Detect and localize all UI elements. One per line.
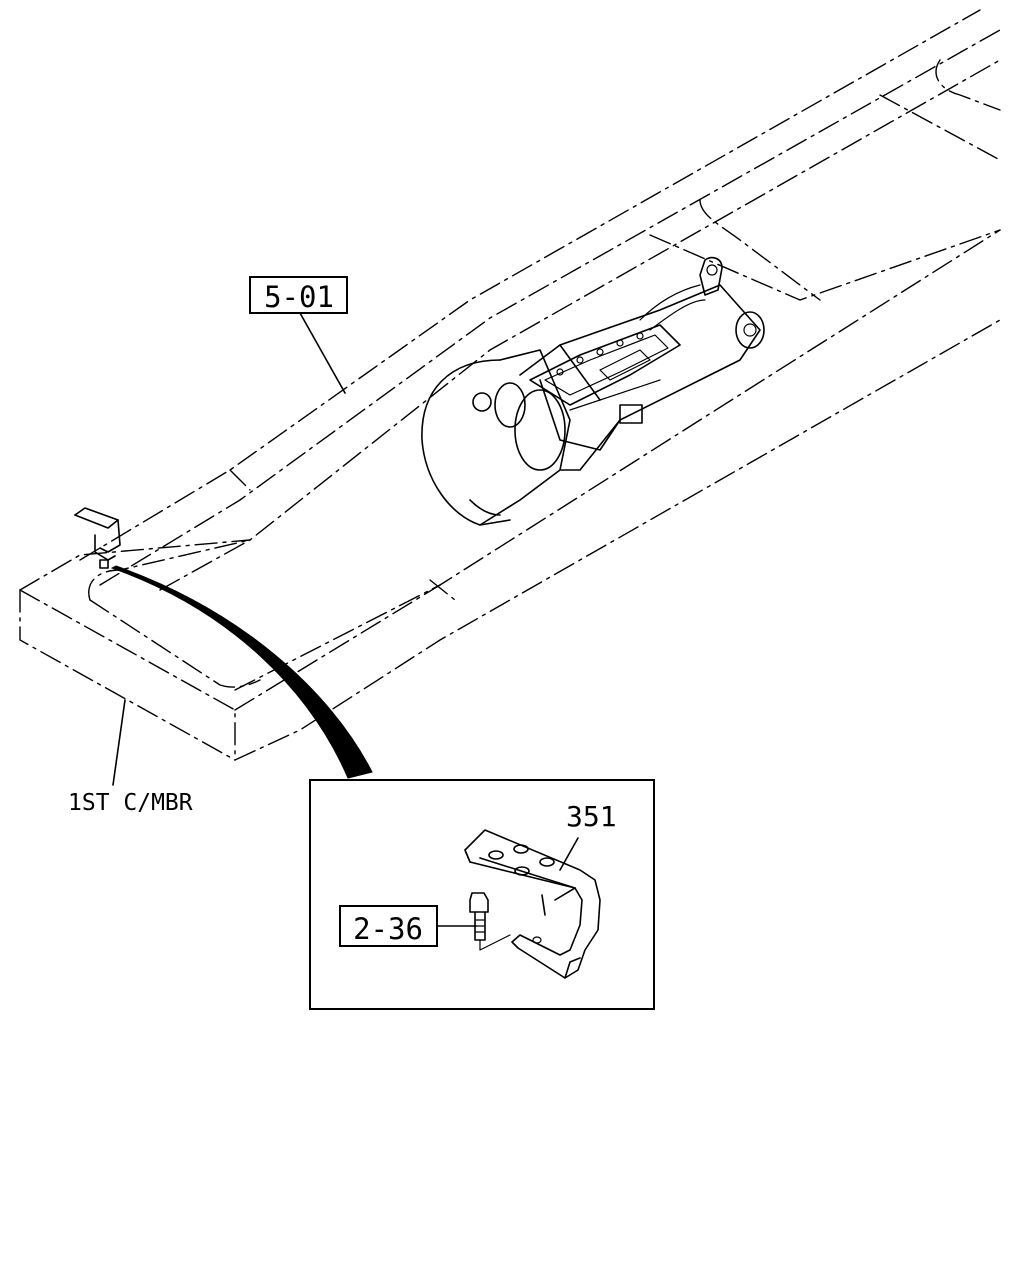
bracket-351	[464, 829, 601, 979]
callout-frame-ref: 5-01	[249, 276, 348, 394]
callout-crossmember: 1ST C/MBR	[68, 699, 193, 816]
bolt-2-36	[469, 892, 511, 951]
transmission-assembly	[421, 256, 765, 526]
chassis-frame	[79, 9, 1001, 761]
callout-bolt-ref: 2-36	[353, 912, 423, 946]
first-crossmember	[19, 539, 441, 761]
detail-box: 351 2-36	[309, 779, 655, 1010]
callout-frame-ref-label: 5-01	[264, 280, 334, 314]
callout-bracket-part: 351	[566, 800, 617, 833]
callout-crossmember-label: 1ST C/MBR	[68, 790, 193, 816]
detail-leader	[110, 565, 373, 779]
bracket-location-marker	[74, 507, 121, 569]
